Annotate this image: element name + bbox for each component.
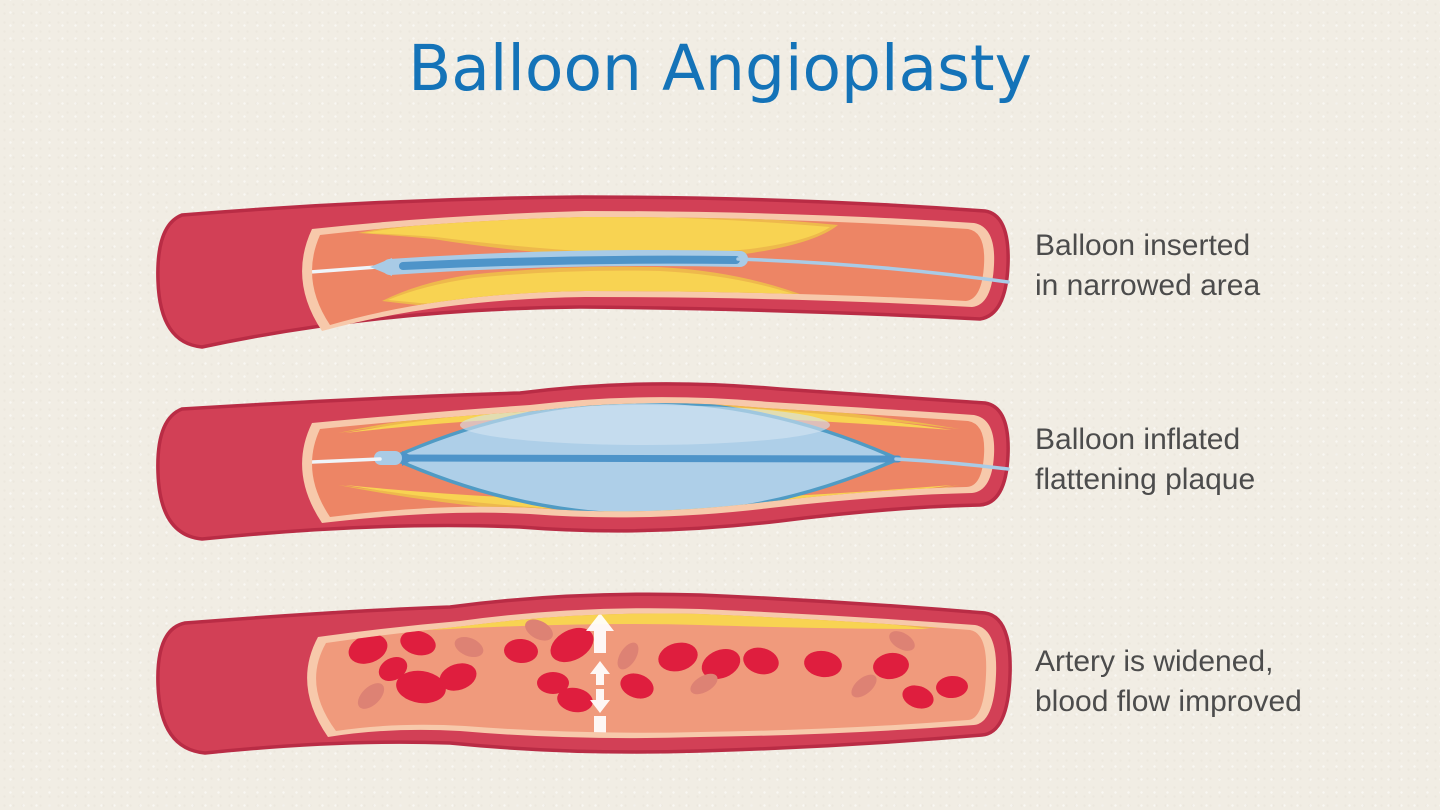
widening-arrows xyxy=(586,613,614,733)
red-blood-cell xyxy=(743,647,779,675)
red-blood-cell xyxy=(873,652,909,680)
red-blood-cell-side xyxy=(617,642,639,670)
red-blood-cell xyxy=(902,685,934,709)
red-blood-cell xyxy=(557,687,593,713)
artery-stage-1-illustration xyxy=(156,195,1010,349)
red-blood-cell xyxy=(658,642,698,672)
red-blood-cell-side xyxy=(357,683,385,709)
artery-lumen xyxy=(316,613,987,733)
artery-stage-3-illustration xyxy=(156,592,1012,755)
stage-2-caption-line-2: flattening plaque xyxy=(1035,463,1256,496)
red-blood-cell xyxy=(804,650,842,678)
plaque-top xyxy=(378,613,930,633)
compressed-plaque xyxy=(372,613,938,733)
plaque-top xyxy=(364,217,830,255)
red-blood-cell-side xyxy=(525,619,553,641)
arrow-up-small-icon xyxy=(590,661,610,685)
stage-3-caption-line-2: blood flow improved xyxy=(1035,685,1302,718)
red-blood-cell xyxy=(348,634,388,664)
red-blood-cell xyxy=(620,673,654,699)
guidewire-right xyxy=(894,457,1010,471)
inflated-balloon-catheter xyxy=(312,403,903,517)
arrow-up-large-icon xyxy=(586,613,614,653)
stage-3-caption-line-1: Artery is widened, xyxy=(1035,645,1274,678)
red-blood-cell xyxy=(537,672,569,694)
red-blood-cells xyxy=(348,619,968,713)
red-blood-cell xyxy=(439,663,477,691)
red-blood-cell xyxy=(550,627,594,663)
red-blood-cell-side xyxy=(454,636,484,658)
stage-1-caption: Balloon inserted in narrowed area xyxy=(1035,226,1405,306)
page-title: Balloon Angioplasty xyxy=(408,32,1032,105)
stage-2-caption-line-1: Balloon inflated xyxy=(1035,423,1241,456)
catheter-shaft xyxy=(388,454,902,463)
red-blood-cell xyxy=(396,670,446,704)
red-blood-cell xyxy=(701,649,741,679)
guidewire-left xyxy=(312,457,382,464)
catheter-shaft xyxy=(399,255,740,270)
red-blood-cell-side xyxy=(851,674,877,698)
red-blood-cell xyxy=(936,675,968,699)
stage-1-caption-line-2: in narrowed area xyxy=(1035,269,1261,302)
artery-stage-2-illustration xyxy=(156,382,1010,541)
red-blood-cell xyxy=(378,657,408,681)
catheter-connector xyxy=(374,451,402,465)
red-blood-cell xyxy=(504,638,538,664)
red-blood-cell-side xyxy=(889,631,915,651)
guidewire-right xyxy=(736,257,1010,284)
deflated-balloon-catheter xyxy=(312,250,748,276)
stage-3-caption: Artery is widened, blood flow improved xyxy=(1035,642,1405,722)
stage-1-caption-line-1: Balloon inserted xyxy=(1035,229,1251,262)
balloon-highlight xyxy=(460,405,830,445)
stage-2-caption: Balloon inflated flattening plaque xyxy=(1035,420,1405,500)
red-blood-cell xyxy=(400,630,436,656)
red-blood-cell-side xyxy=(690,673,718,695)
catheter-tip xyxy=(402,451,416,466)
arrow-down-small-icon xyxy=(590,689,610,713)
guidewire-left xyxy=(312,265,379,274)
